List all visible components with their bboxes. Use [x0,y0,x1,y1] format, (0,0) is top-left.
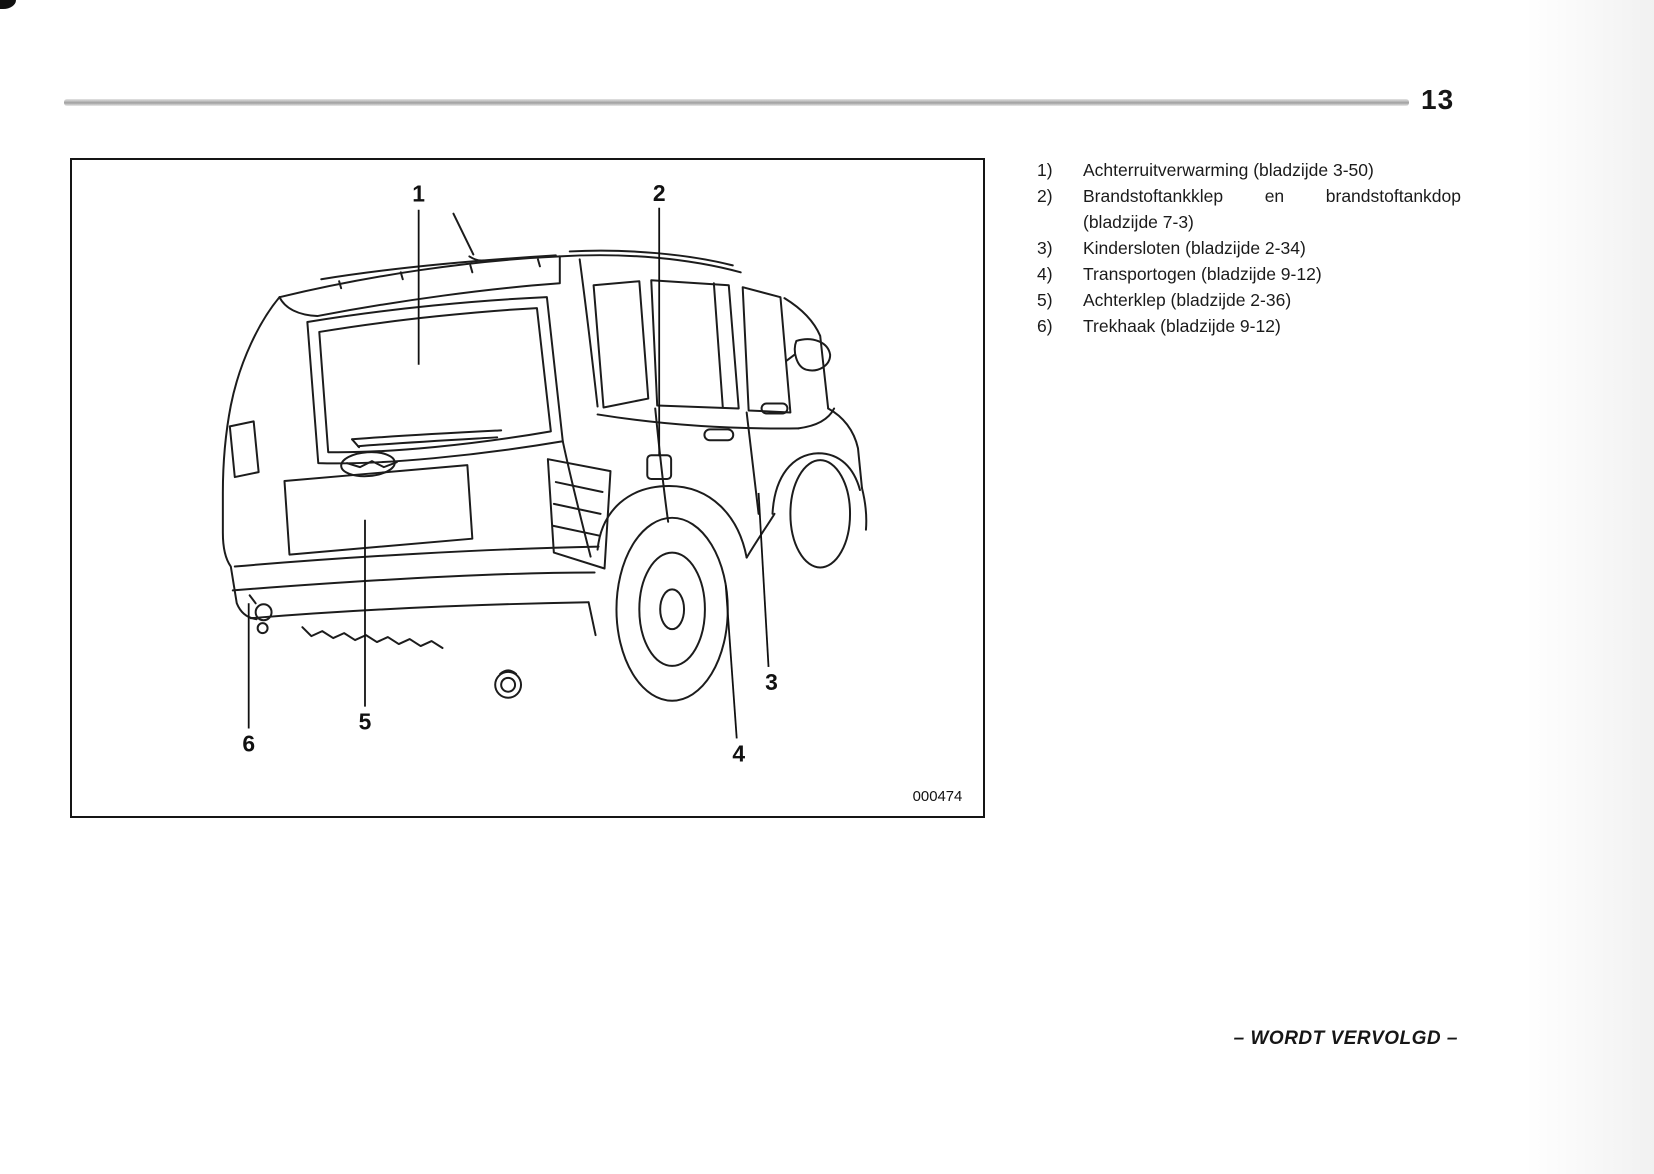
figure-box: 1 2 3 4 5 6 000474 [70,158,985,818]
legend-item-1: 1) Achterruitverwarming (bladzijde 3-50) [1037,157,1461,183]
fuel-filler-flap [646,454,673,481]
figure-code: 000474 [913,789,963,805]
tail-light-left [228,420,260,479]
continuation-notice: – WORDT VERVOLGD – [1233,1028,1458,1049]
legend-item-number: 5) [1037,290,1053,310]
rear-left-pillar [221,296,281,621]
car-rear-quarter-illustration: 1 2 3 4 5 6 000474 [221,180,963,805]
legend-item-label: Brandstoftankklep en brandstoftankdop (b… [1083,186,1461,232]
brand-badge [340,451,398,478]
callout-lines [247,207,770,739]
front-wheel-and-nose [745,407,868,569]
exhaust-pipe [494,669,523,699]
legend-item-2: 2) Brandstoftankklep en brandstoftankdop… [1037,183,1461,235]
rear-bumper [231,545,600,650]
scan-corner-artifact [0,0,16,9]
roof-rails [320,249,734,290]
tail-light-right [546,458,612,570]
antenna [452,212,485,262]
side-windows [578,258,830,414]
scan-edge-shadow [1524,0,1654,1174]
legend-item-number: 1) [1037,160,1053,180]
legend-item-6: 6) Trekhaak (bladzijde 9-12) [1037,313,1461,339]
callout-line-3 [757,492,770,667]
car-body-outline [221,212,868,702]
legend-item-label: Trekhaak (bladzijde 9-12) [1083,316,1281,336]
rear-window [306,296,564,465]
callout-number-2: 2 [653,180,666,206]
legend-item-label: Achterruitverwarming (bladzijde 3-50) [1083,160,1374,180]
legend-item-label: Transportogen (bladzijde 9-12) [1083,264,1322,284]
tailgate [283,440,592,558]
callout-number-6: 6 [242,730,255,756]
side-mirror [785,338,832,372]
roof-and-spoiler [278,254,742,318]
doors [596,402,800,523]
legend-item-number: 6) [1037,316,1053,336]
tow-hook [248,594,273,635]
header-rule [64,99,1409,106]
callout-line-4 [724,585,738,739]
callout-number-5: 5 [359,709,372,735]
legend-item-5: 5) Achterklep (bladzijde 2-36) [1037,287,1461,313]
callout-number-4: 4 [732,740,745,766]
legend-item-4: 4) Transportogen (bladzijde 9-12) [1037,261,1461,287]
legend-item-number: 2) [1037,186,1053,206]
legend-item-number: 3) [1037,238,1053,258]
rear-wiper [351,429,503,449]
rear-wheel [596,485,748,702]
callout-number-3: 3 [765,669,778,695]
legend-item-label: Achterklep (bladzijde 2-36) [1083,290,1292,310]
callout-number-1: 1 [412,181,425,207]
page-number: 13 [1421,84,1455,115]
legend-item-3: 3) Kindersloten (bladzijde 2-34) [1037,235,1461,261]
legend-list: 1) Achterruitverwarming (bladzijde 3-50)… [1037,157,1461,339]
legend-item-number: 4) [1037,264,1053,284]
legend-item-label: Kindersloten (bladzijde 2-34) [1083,238,1306,258]
